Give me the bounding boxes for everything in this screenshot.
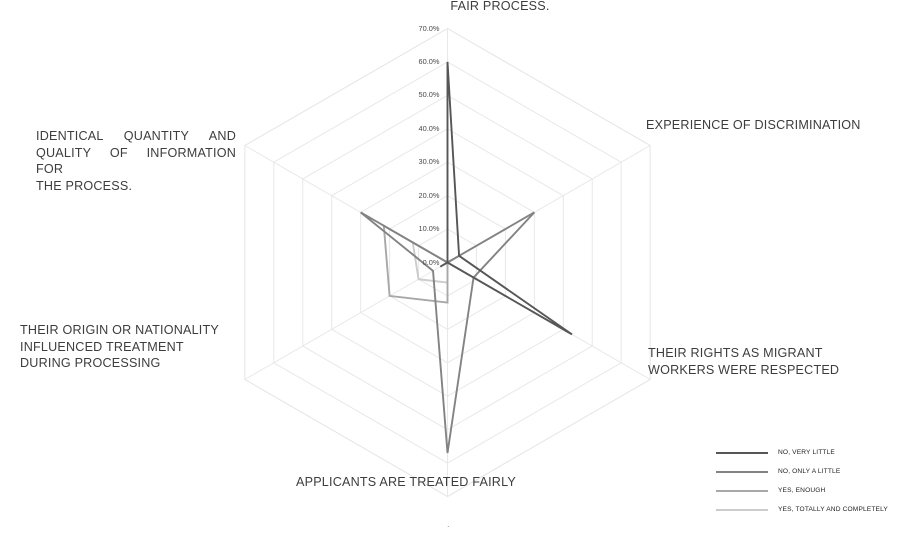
series-polygon-0 [439, 61, 573, 336]
chart-legend: NO, VERY LITTLE NO, ONLY A LITTLE YES, ENO… [716, 443, 896, 519]
radial-tick-50: 50.0% [418, 90, 440, 100]
axis-label-applicants-treated-fairly: APPLICANTS ARE TREATED FAIRLY [296, 474, 556, 491]
legend-swatch-icon [716, 489, 768, 492]
axis-label-rights-line2: WORKERS WERE RESPECTED [648, 362, 840, 377]
axis-label-origin-or-nationality: THEIR ORIGIN OR NATIONALITY INFLUENCED T… [20, 322, 245, 372]
legend-swatch-icon [716, 451, 768, 454]
grid-spoke-4 [244, 262, 448, 380]
radial-tick-70: 70.0% [418, 23, 440, 33]
axis-label-rights-as-migrant-workers: THEIR RIGHTS AS MIGRANT WORKERS WERE RES… [648, 345, 888, 378]
series-polygon-1 [360, 211, 536, 454]
axis-label-fair-process-text: FAIR PROCESS. [450, 0, 550, 13]
axis-label-applicants-text: APPLICANTS ARE TREATED FAIRLY [296, 475, 516, 489]
axis-label-identical-line2: QUALITY OF INFORMATION FOR [36, 145, 236, 177]
axis-label-identical-line1: IDENTICAL QUANTITY AND [36, 129, 236, 143]
footer-mark: . [447, 519, 450, 529]
axis-label-experience-text: EXPERIENCE OF DISCRIMINATION [646, 118, 861, 132]
radial-tick-0: 0.0% [422, 257, 440, 267]
axis-label-origin-line1: THEIR ORIGIN OR NATIONALITY [20, 323, 219, 337]
radial-tick-10: 10.0% [418, 224, 440, 234]
legend-swatch-icon [716, 508, 768, 511]
axis-label-rights-line1: THEIR RIGHTS AS MIGRANT [648, 346, 823, 360]
legend-item-1[interactable]: NO, ONLY A LITTLE [716, 462, 896, 481]
legend-label: YES, TOTALLY AND COMPLETELY [778, 506, 888, 513]
axis-label-origin-line3: DURING PROCESSING [20, 356, 161, 370]
legend-swatch-icon [716, 470, 768, 473]
radial-tick-30: 30.0% [418, 157, 440, 167]
legend-item-0[interactable]: NO, VERY LITTLE [716, 443, 896, 462]
axis-label-experience-of-discrimination: EXPERIENCE OF DISCRIMINATION [646, 117, 896, 134]
legend-label: NO, ONLY A LITTLE [778, 468, 841, 475]
legend-label: NO, VERY LITTLE [778, 449, 835, 456]
radial-tick-40: 40.0% [418, 123, 440, 133]
radial-tick-20: 20.0% [418, 190, 440, 200]
axis-label-identical-quantity-quality: IDENTICAL QUANTITY AND QUALITY OF INFORM… [36, 128, 236, 194]
axis-label-identical-line3: THE PROCESS. [36, 178, 133, 193]
axis-label-fair-process: FAIR PROCESS. [400, 0, 600, 15]
series-polygons [360, 61, 573, 454]
legend-label: YES, ENOUGH [778, 487, 826, 494]
radial-tick-60: 60.0% [418, 56, 440, 66]
axis-label-origin-line2: INFLUENCED TREATMENT [20, 339, 184, 354]
legend-item-2[interactable]: YES, ENOUGH [716, 481, 896, 500]
legend-item-3[interactable]: YES, TOTALLY AND COMPLETELY [716, 500, 896, 519]
